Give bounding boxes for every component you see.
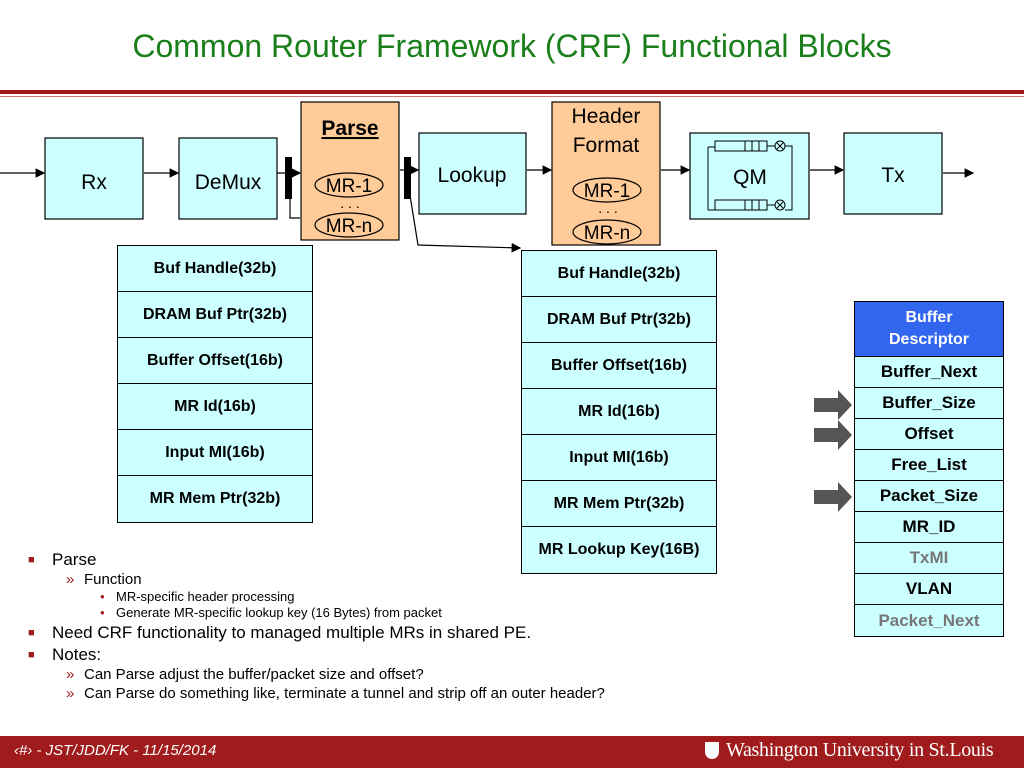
buffer-descriptor-header-1: Buffer: [905, 309, 953, 326]
table-row: Buf Handle(32b): [118, 246, 312, 292]
bullet-note1: Can Parse adjust the buffer/packet size …: [22, 665, 822, 684]
header-format-block: Header Format MR-1 . . . MR-n: [551, 101, 661, 246]
bullet-list: Parse Function MR-specific header proces…: [22, 550, 822, 703]
lookup-block: Lookup: [418, 132, 527, 215]
footer-text: ‹#› - JST/JDD/FK - 11/15/2014: [14, 742, 217, 759]
university-logo: Washington University in St.Louis: [726, 739, 994, 761]
bullet-function: Function: [22, 570, 822, 589]
table-row: Packet_Size: [855, 481, 1003, 512]
tx-label: Tx: [881, 164, 905, 187]
buffer-descriptor-header: Buffer Descriptor: [855, 302, 1003, 357]
table-row: Input MI(16b): [522, 435, 716, 481]
parse-dots: . . .: [340, 195, 359, 211]
table-row: MR Id(16b): [522, 389, 716, 435]
table-row: Buffer_Size: [855, 388, 1003, 419]
parse-input-table: Buf Handle(32b) DRAM Buf Ptr(32b) Buffer…: [117, 245, 313, 523]
table-row: Packet_Next: [855, 605, 1003, 636]
parse-mrn-label: MR-n: [326, 216, 372, 237]
arrow-packet-size-icon: [814, 482, 852, 512]
bullet-parse: Parse: [22, 550, 822, 570]
parse-mr1-label: MR-1: [326, 176, 372, 197]
table-row: MR Id(16b): [118, 384, 312, 430]
hf-mr1-label: MR-1: [584, 181, 630, 202]
parse-label: Parse: [321, 117, 378, 140]
bullet-note2: Can Parse do something like, terminate a…: [22, 684, 822, 703]
rx-label: Rx: [81, 171, 107, 194]
arrow-buffer-size-icon: [814, 390, 852, 420]
pipeline-diagram: Rx DeMux Parse MR-1 . . . MR-n Lookup He…: [0, 101, 975, 512]
table-row: Free_List: [855, 450, 1003, 481]
table-row: DRAM Buf Ptr(32b): [118, 292, 312, 338]
table-row: Input MI(16b): [118, 430, 312, 476]
table-row: MR Mem Ptr(32b): [522, 481, 716, 527]
parse-block: Parse MR-1 . . . MR-n: [300, 101, 400, 241]
table-row: VLAN: [855, 574, 1003, 605]
field-pointer-arrows: [814, 390, 852, 512]
lookup-label: Lookup: [438, 164, 507, 187]
header-format-label-2: Format: [573, 134, 640, 157]
buffer-descriptor-table: Buffer Descriptor Buffer_Next Buffer_Siz…: [854, 301, 1004, 637]
title-divider: [0, 90, 1024, 94]
hf-mr1-oval: [572, 177, 642, 203]
footer-bar: [0, 736, 1024, 768]
table-row: Buffer Offset(16b): [118, 338, 312, 384]
demux-block: DeMux: [178, 137, 278, 220]
demux-bar: [285, 157, 292, 199]
parse-bar: [404, 157, 411, 199]
rx-block: Rx: [44, 137, 144, 220]
table-row: Buffer_Next: [855, 357, 1003, 388]
university-shield-icon: [705, 742, 719, 759]
qm-label: QM: [733, 166, 767, 189]
hf-mrn-label: MR-n: [584, 223, 630, 244]
flow-arrows: [0, 165, 975, 253]
bullet-sub2: Generate MR-specific lookup key (16 Byte…: [22, 605, 822, 621]
bullet-need: Need CRF functionality to managed multip…: [22, 623, 822, 643]
queue-icon: [707, 140, 793, 211]
table-row: TxMI: [855, 543, 1003, 574]
bullet-sub1: MR-specific header processing: [22, 589, 822, 605]
parse-output-table: Buf Handle(32b) DRAM Buf Ptr(32b) Buffer…: [521, 250, 717, 574]
table-row: Buffer Offset(16b): [522, 343, 716, 389]
hf-mrn-oval: [572, 219, 642, 245]
bullet-notes: Notes:: [22, 645, 822, 665]
table-row: Buf Handle(32b): [522, 251, 716, 297]
mrn-oval: [314, 212, 384, 238]
buffer-descriptor-header-2: Descriptor: [888, 331, 970, 348]
mr1-oval: [314, 172, 384, 198]
arrow-offset-icon: [814, 420, 852, 450]
demux-label: DeMux: [195, 171, 262, 194]
table-row: Offset: [855, 419, 1003, 450]
page-title: Common Router Framework (CRF) Functional…: [132, 28, 892, 64]
title-divider-thin: [0, 96, 1024, 97]
table-row: MR Mem Ptr(32b): [118, 476, 312, 522]
hf-dots: . . .: [598, 200, 617, 216]
tx-block: Tx: [843, 132, 943, 215]
header-format-label-1: Header: [572, 105, 641, 128]
table-row: DRAM Buf Ptr(32b): [522, 297, 716, 343]
qm-block: QM: [689, 132, 810, 220]
table-row: MR_ID: [855, 512, 1003, 543]
